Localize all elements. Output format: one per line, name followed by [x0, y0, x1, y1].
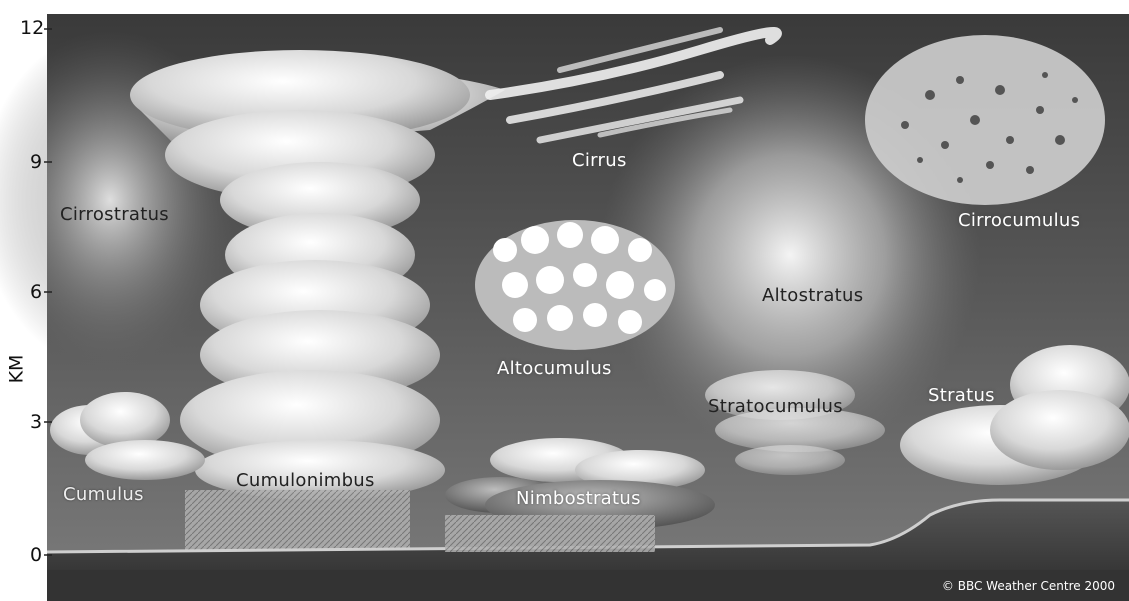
cirrocumulus-cloud — [865, 35, 1105, 205]
label-cirrostratus: Cirrostratus — [60, 204, 169, 225]
y-tick-0: 0 — [30, 544, 42, 566]
label-stratus: Stratus — [928, 385, 995, 406]
y-tick-3: 3 — [30, 411, 42, 433]
y-tick-6: 6 — [30, 281, 42, 303]
y-tick-9: 9 — [30, 151, 42, 173]
label-stratocumulus: Stratocumulus — [708, 396, 843, 417]
label-cirrocumulus: Cirrocumulus — [958, 210, 1080, 231]
y-axis-unit: KM — [5, 355, 27, 384]
label-altocumulus: Altocumulus — [497, 358, 612, 379]
nimbostratus-rain — [445, 515, 655, 552]
cumulonimbus-rain — [185, 490, 410, 552]
altocumulus-cloud — [475, 220, 675, 350]
label-cirrus: Cirrus — [572, 150, 627, 171]
label-cumulonimbus: Cumulonimbus — [236, 470, 375, 491]
y-tick-12: 12 — [20, 17, 44, 39]
label-nimbostratus: Nimbostratus — [516, 488, 641, 509]
copyright-credit: © BBC Weather Centre 2000 — [942, 579, 1115, 593]
label-altostratus: Altostratus — [762, 285, 863, 306]
label-cumulus: Cumulus — [63, 484, 144, 505]
